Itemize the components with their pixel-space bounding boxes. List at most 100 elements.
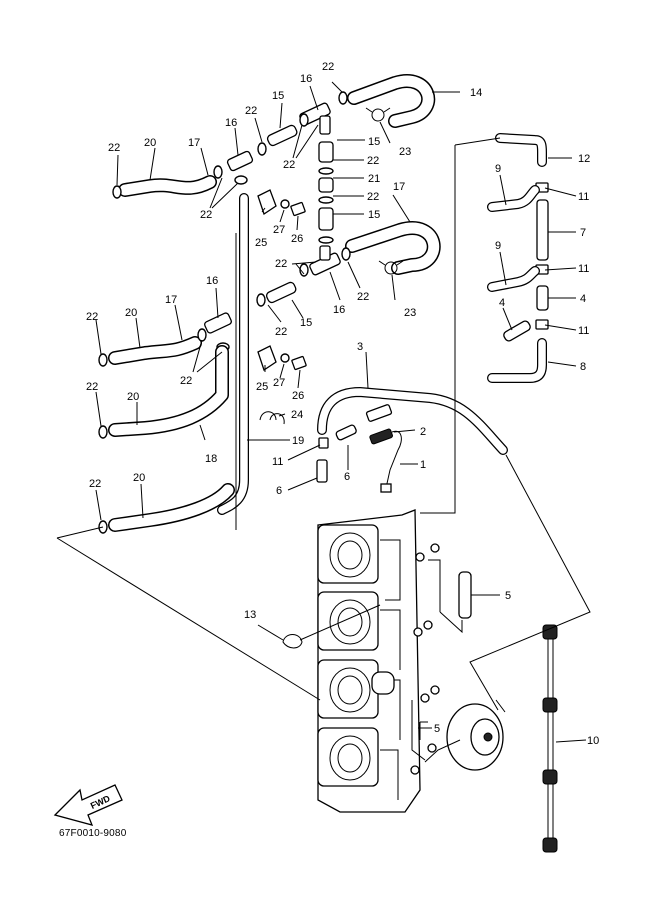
- callout-10: 10: [587, 735, 599, 747]
- valve-2: [365, 404, 393, 422]
- callout-16: 16: [225, 117, 237, 129]
- callout-27: 27: [273, 377, 285, 389]
- callout-23: 23: [399, 146, 411, 158]
- callout-18: 18: [205, 453, 217, 465]
- callout-14: 14: [470, 87, 482, 99]
- callout-25: 25: [255, 237, 267, 249]
- callout-16: 16: [333, 304, 345, 316]
- tee-16-left-mid: [204, 312, 232, 334]
- callout-4: 4: [580, 293, 586, 305]
- clamps-22-left-top: [213, 91, 348, 185]
- callout-20: 20: [144, 137, 156, 149]
- bracket-25-top: [257, 189, 277, 216]
- clip-13: [282, 634, 303, 649]
- callout-25: 25: [256, 381, 268, 393]
- callout-24: 24: [291, 409, 303, 421]
- callout-23: 23: [404, 307, 416, 319]
- pipe-15-stack: [318, 141, 334, 244]
- callout-3: 3: [357, 341, 363, 353]
- hose-9-a: [487, 185, 540, 212]
- callout-19: 19: [292, 435, 304, 447]
- hose-17-mid: [345, 221, 441, 275]
- callout-12: 12: [578, 153, 590, 165]
- hose-7: [536, 199, 549, 261]
- hose-20-17-top: [112, 175, 217, 199]
- callout-26: 26: [291, 233, 303, 245]
- hose-20-17-row2: [98, 336, 202, 367]
- hose-15-top: [266, 124, 298, 147]
- hose-12: [495, 133, 547, 167]
- callout-5: 5: [434, 723, 440, 735]
- callout-6: 6: [344, 471, 350, 483]
- bolt-26-bottom: [291, 355, 307, 371]
- tee-11-c: [535, 319, 549, 330]
- callout-6: 6: [276, 485, 282, 497]
- callout-22: 22: [367, 155, 379, 167]
- callout-11: 11: [272, 456, 283, 468]
- hose-15-mid: [265, 281, 297, 304]
- callout-22: 22: [245, 105, 257, 117]
- callout-22: 22: [283, 159, 295, 171]
- callout-2: 2: [420, 426, 426, 438]
- callout-27: 27: [273, 224, 285, 236]
- hose-19: [217, 193, 249, 515]
- washer-27-top: [280, 199, 290, 209]
- carburetor-assembly: [317, 509, 440, 813]
- connector-1: [369, 428, 402, 493]
- callout-15: 15: [300, 317, 312, 329]
- callout-22: 22: [89, 478, 101, 490]
- hose-short-4r: [536, 285, 549, 311]
- callout-22: 22: [322, 61, 334, 73]
- callout-22: 22: [86, 381, 98, 393]
- fwd-arrow-icon: FWD: [53, 784, 123, 826]
- clip-24: [259, 411, 285, 425]
- callout-15: 15: [368, 136, 380, 148]
- hose-8: [487, 338, 547, 383]
- callout-22: 22: [367, 191, 379, 203]
- callout-22: 22: [200, 209, 212, 221]
- callout-13: 13: [244, 609, 256, 621]
- callout-22: 22: [357, 291, 369, 303]
- callout-labels: 14 22 16 15 22 16 17 20 22 22 22 15 23 2…: [86, 61, 599, 747]
- callout-4: 4: [499, 297, 505, 309]
- bolt-26-top: [290, 201, 306, 217]
- leader-lines: [95, 81, 587, 743]
- callout-22: 22: [180, 375, 192, 387]
- tee-16-mid: [309, 245, 341, 276]
- callout-17: 17: [188, 137, 200, 149]
- diagram-code: 67F0010-9080: [59, 828, 127, 839]
- hose-3: [317, 387, 508, 455]
- callout-16: 16: [300, 73, 312, 85]
- callout-7: 7: [580, 227, 586, 239]
- hose-5-right: [428, 559, 472, 634]
- callout-11: 11: [578, 325, 589, 337]
- washer-27-bottom: [280, 353, 290, 363]
- callout-20: 20: [127, 391, 139, 403]
- hose-6-right: [335, 424, 357, 441]
- callout-1: 1: [420, 459, 426, 471]
- callout-15: 15: [368, 209, 380, 221]
- carb-throat-2: [317, 591, 379, 651]
- tee-11-left: [318, 437, 329, 449]
- callout-22: 22: [275, 258, 287, 270]
- callout-22: 22: [108, 142, 120, 154]
- callout-20: 20: [125, 307, 137, 319]
- callout-20: 20: [133, 472, 145, 484]
- bracket-25-bottom: [257, 345, 277, 372]
- wire-harness-10: [542, 624, 558, 853]
- callout-9: 9: [495, 240, 501, 252]
- callout-17: 17: [165, 294, 177, 306]
- callout-22: 22: [86, 311, 98, 323]
- hose-9-b: [487, 266, 540, 292]
- callout-15: 15: [272, 90, 284, 102]
- hose-4: [503, 320, 531, 342]
- callout-11: 11: [578, 191, 589, 203]
- callout-8: 8: [580, 361, 586, 373]
- pump-device: [424, 699, 506, 771]
- hose-20-18: [98, 345, 229, 439]
- callout-16: 16: [206, 275, 218, 287]
- callout-9: 9: [495, 163, 501, 175]
- carb-throat-4: [317, 727, 379, 787]
- callout-21: 21: [368, 173, 380, 185]
